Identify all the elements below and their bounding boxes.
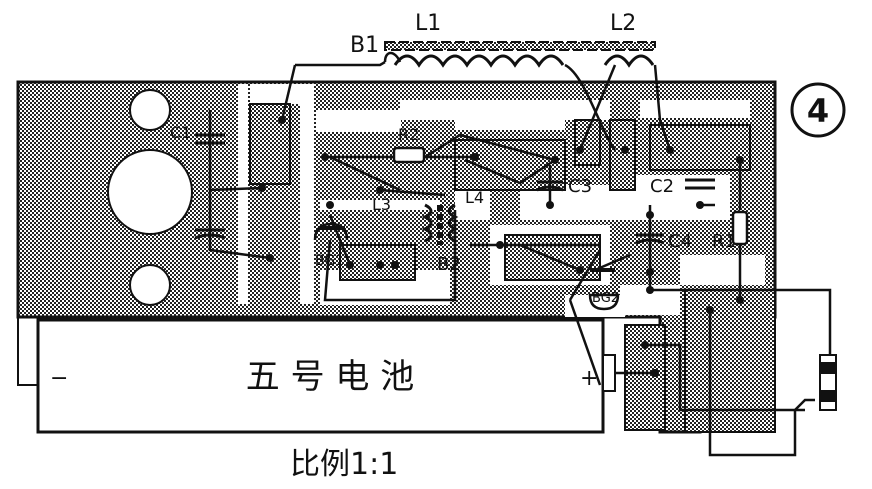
resistors bbox=[392, 146, 749, 246]
label-l1-top: L1 bbox=[415, 11, 441, 36]
battery-plus: + bbox=[580, 366, 598, 391]
label-l4: L4 bbox=[465, 188, 484, 207]
label-c4: C4 bbox=[668, 231, 692, 252]
battery-minus: − bbox=[50, 366, 68, 391]
battery bbox=[17, 317, 616, 434]
label-l3: L3 bbox=[372, 195, 391, 214]
label-r2: R2 bbox=[398, 125, 419, 144]
label-c3: C3 bbox=[568, 176, 592, 197]
component-labels: B1 L1 L2 R2 L3 L4 C1 C3 C2 C4 R1 B2 BG1 … bbox=[170, 11, 736, 306]
transistors bbox=[313, 222, 620, 311]
label-c1: C1 bbox=[170, 123, 191, 142]
battery-label: 五 号 电 池 bbox=[246, 357, 414, 397]
antenna-coil-b1 bbox=[384, 41, 656, 68]
figure-number: 4 bbox=[790, 82, 846, 138]
mounting-holes bbox=[107, 89, 193, 306]
label-c2: C2 bbox=[650, 176, 674, 197]
label-b2: B2 bbox=[437, 254, 461, 275]
earphone-jack bbox=[819, 354, 837, 411]
label-bg2: BG2 bbox=[592, 291, 619, 306]
wiring bbox=[208, 51, 832, 457]
transformer-b2 bbox=[421, 203, 459, 245]
scale-caption: 比例1:1 bbox=[290, 447, 398, 482]
label-l2-top: L2 bbox=[610, 11, 636, 36]
figure-number-text: 4 bbox=[807, 92, 829, 130]
battery-labels: − 五 号 电 池 + bbox=[50, 357, 598, 397]
label-r1: R1 bbox=[712, 231, 736, 252]
label-b1: B1 bbox=[350, 33, 379, 58]
solder-joints bbox=[258, 116, 744, 377]
label-bg1: BG1 bbox=[315, 253, 344, 269]
capacitors bbox=[194, 133, 715, 245]
